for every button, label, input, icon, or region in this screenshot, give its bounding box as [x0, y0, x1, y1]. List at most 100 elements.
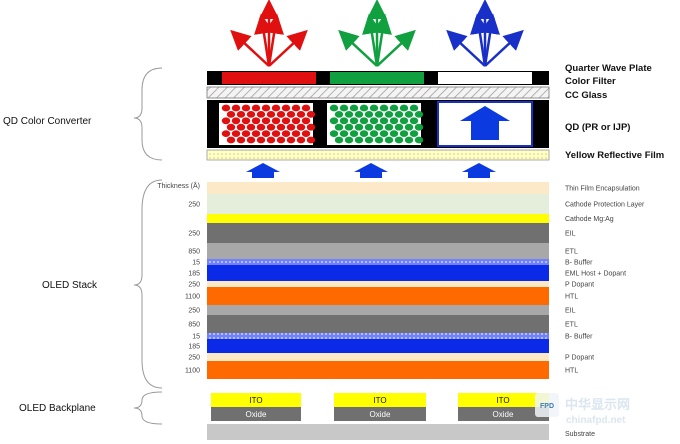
- oxide-3: [458, 407, 549, 421]
- quantum-dot: [256, 111, 266, 118]
- emitted-light-arrows: [230, 0, 524, 67]
- stack-layer: [207, 315, 549, 333]
- arrow-icon: [372, 13, 392, 67]
- quantum-dot: [241, 130, 251, 138]
- quantum-dot: [364, 111, 374, 118]
- layer-thickness: 250: [188, 282, 200, 289]
- quantum-dot: [334, 111, 344, 118]
- layer-name: Cathode Protection Layer: [565, 202, 645, 209]
- quantum-dot: [231, 117, 241, 125]
- quantum-dot: [271, 117, 281, 125]
- quantum-dot: [339, 117, 349, 125]
- layer-thickness: 185: [188, 344, 200, 351]
- stack-layer: [207, 353, 549, 361]
- yellow-reflective-film-label: Yellow Reflective Film: [565, 150, 664, 161]
- quantum-dot: [306, 136, 316, 144]
- stack-layer: [207, 223, 549, 243]
- quantum-dot: [329, 130, 339, 138]
- quantum-dot: [379, 104, 389, 112]
- quantum-dot: [251, 104, 261, 112]
- quantum-dot: [374, 136, 384, 144]
- layer-name: P Dopant: [565, 355, 594, 362]
- watermark-cn: 中华显示网: [565, 397, 630, 412]
- quantum-dot: [226, 136, 236, 144]
- quantum-dot: [399, 104, 409, 112]
- quantum-dot: [389, 104, 399, 112]
- layer-thickness: 250: [188, 231, 200, 238]
- quantum-dot: [394, 136, 404, 144]
- ito-2: [334, 393, 426, 407]
- layer-thickness: 250: [188, 355, 200, 362]
- quantum-dot: [266, 123, 276, 131]
- quantum-dot: [251, 130, 261, 138]
- layer-thickness: 250: [188, 202, 200, 209]
- ito-1: [211, 393, 301, 407]
- quantum-dot: [394, 123, 404, 131]
- quantum-dot: [271, 104, 281, 112]
- qd-label: QD (PR or IJP): [565, 122, 630, 133]
- quantum-dot: [359, 130, 369, 138]
- stack-layer: [207, 339, 549, 353]
- quantum-dot: [339, 130, 349, 138]
- quantum-dot: [301, 117, 311, 125]
- emission-fan: [446, 0, 524, 67]
- quantum-dot: [286, 136, 296, 144]
- quantum-dot: [404, 136, 414, 144]
- quantum-dot: [246, 123, 256, 131]
- stack-layer: [207, 243, 549, 259]
- stack-layer: [207, 333, 549, 339]
- quantum-dot: [349, 117, 359, 125]
- quantum-dot: [399, 117, 409, 125]
- quantum-dot: [256, 136, 266, 144]
- quantum-dot: [236, 123, 246, 131]
- quantum-dot: [364, 136, 374, 144]
- quantum-dot: [291, 117, 301, 125]
- emission-fan: [230, 0, 308, 67]
- quantum-dot: [384, 136, 394, 144]
- quantum-dot: [271, 130, 281, 138]
- quantum-dot: [389, 117, 399, 125]
- quantum-dot: [364, 123, 374, 131]
- stack-layer: [207, 214, 549, 223]
- quantum-dot: [384, 111, 394, 118]
- stack-layer: [207, 194, 549, 214]
- substrate-label: Substrate: [565, 431, 595, 438]
- quantum-dot: [369, 104, 379, 112]
- quantum-dot: [221, 117, 231, 125]
- fpd-logo-icon: [535, 393, 559, 417]
- up-arrow-icon: [246, 163, 280, 178]
- up-arrow-icon: [354, 163, 388, 178]
- layer-name: HTL: [565, 368, 578, 375]
- quantum-dot: [286, 111, 296, 118]
- oxide-label: Oxide: [493, 410, 514, 419]
- qd-color-converter-label: QD Color Converter: [3, 116, 92, 127]
- brace-qd-converter: [133, 67, 163, 161]
- quantum-dot: [384, 123, 394, 131]
- stack-layer: [207, 265, 549, 281]
- quantum-dot: [266, 111, 276, 118]
- quantum-dot: [291, 104, 301, 112]
- quantum-dot: [354, 136, 364, 144]
- ito-label: ITO: [373, 396, 386, 405]
- quantum-dot: [266, 136, 276, 144]
- quantum-dot: [226, 111, 236, 118]
- oled-backplane-label: OLED Backplane: [19, 403, 96, 414]
- quantum-dot: [231, 104, 241, 112]
- quantum-dot: [296, 123, 306, 131]
- group-braces: [133, 67, 163, 425]
- ito-label: ITO: [249, 396, 262, 405]
- quantum-dot: [344, 136, 354, 144]
- quantum-dot: [276, 123, 286, 131]
- arrow-icon: [376, 29, 416, 67]
- oxide-2: [334, 407, 426, 421]
- quantum-dot: [261, 104, 271, 112]
- quantum-dot: [296, 136, 306, 144]
- quantum-dot: [296, 111, 306, 118]
- layer-name: EIL: [565, 308, 576, 315]
- quantum-dot: [389, 130, 399, 138]
- blue-pass-through-arrow-icon: [460, 106, 510, 140]
- oled-backplane: ITO Oxide ITO Oxide ITO Oxide Substrate: [207, 391, 595, 440]
- quantum-dot: [359, 117, 369, 125]
- layer-name: Thin Film Encapsulation: [565, 186, 640, 193]
- quantum-dot: [409, 117, 419, 125]
